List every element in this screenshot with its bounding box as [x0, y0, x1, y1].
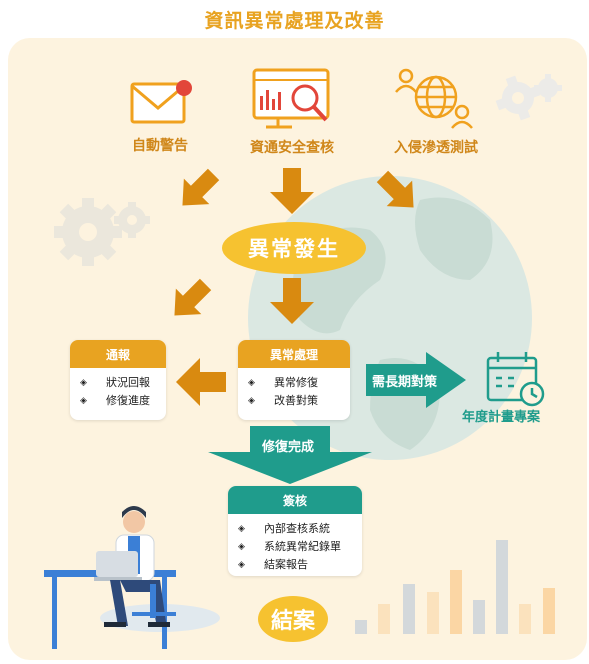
list-item: ◈結案報告 — [238, 556, 362, 574]
repair-done-arrow — [208, 426, 372, 484]
bullet-icon: ◈ — [238, 560, 245, 570]
handling-box: 異常處理 ◈異常修復 ◈改善對策 — [238, 340, 350, 420]
closure-node: 結案 — [258, 596, 328, 642]
calendar-icon — [486, 352, 545, 407]
source-label-penetration-test: 入侵滲透測試 — [394, 140, 478, 156]
list-item: ◈改善對策 — [248, 392, 350, 410]
global-network-icon — [395, 68, 473, 129]
approval-box: 簽核 ◈內部查核系統 ◈系統異常紀錄單 ◈結案報告 — [228, 486, 362, 576]
bullet-icon: ◈ — [238, 524, 245, 534]
gear-icon — [495, 74, 562, 121]
list-item: ◈內部查核系統 — [238, 520, 362, 538]
annual-plan-label: 年度計畫專案 — [462, 410, 541, 425]
arrow-from-audit — [270, 168, 314, 214]
bullet-icon: ◈ — [248, 378, 255, 388]
bullet-icon: ◈ — [238, 542, 245, 552]
audit-chart-icon — [252, 68, 330, 129]
long-term-label: 需長期對策 — [372, 375, 438, 390]
source-label-security-audit: 資通安全查核 — [250, 140, 334, 156]
arrow-from-pentest — [376, 170, 414, 208]
list-item: ◈修復進度 — [80, 392, 166, 410]
bullet-icon: ◈ — [80, 396, 87, 406]
page-title: 資訊異常處理及改善 — [204, 10, 385, 32]
arrow-from-alert — [182, 168, 220, 206]
arrow-to-handling — [270, 278, 314, 324]
incident-node: 異常發生 — [222, 222, 366, 274]
approval-title: 簽核 — [228, 486, 362, 514]
long-term-arrow — [366, 352, 466, 408]
list-item: ◈異常修復 — [248, 374, 350, 392]
notify-title: 通報 — [70, 340, 166, 368]
notify-box: 通報 ◈狀況回報 ◈修復進度 — [70, 340, 166, 420]
list-item: ◈狀況回報 — [80, 374, 166, 392]
handling-title: 異常處理 — [238, 340, 350, 368]
mail-alert-icon — [130, 80, 192, 124]
arrow-handling-to-notify — [176, 358, 226, 406]
source-label-auto-alert: 自動警告 — [132, 138, 188, 154]
list-item: ◈系統異常紀錄單 — [238, 538, 362, 556]
bullet-icon: ◈ — [80, 378, 87, 388]
gear-icon — [54, 198, 150, 266]
decorative-bar-chart — [355, 540, 555, 634]
worker-illustration — [44, 506, 220, 649]
repair-done-label: 修復完成 — [262, 440, 315, 455]
bullet-icon: ◈ — [248, 396, 255, 406]
arrow-to-notify — [174, 278, 212, 316]
